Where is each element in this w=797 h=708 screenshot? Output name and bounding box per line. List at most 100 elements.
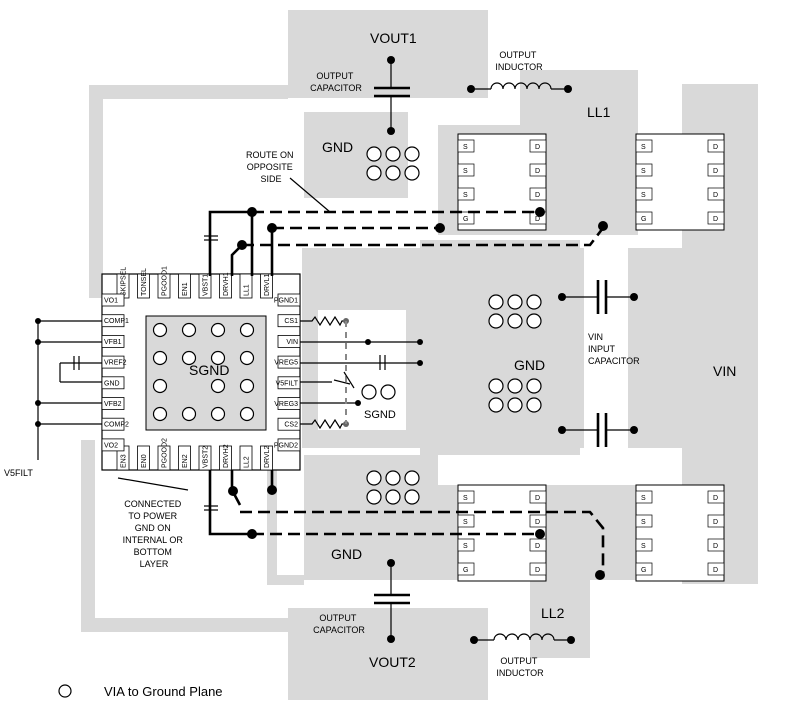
ic-pin-bottom: VBST2 <box>198 445 212 471</box>
vin-input-capacitor-note: VIN INPUT CAPACITOR <box>588 332 640 366</box>
gnd-via <box>507 294 523 310</box>
ic-pin-label: PGOOD2 <box>162 438 169 468</box>
ic-pin-label: COMP2 <box>104 422 129 429</box>
ic-pin-right: V5FILT <box>276 376 301 390</box>
gnd-via <box>404 146 420 162</box>
ic-pin-top: TONSEL <box>137 268 150 299</box>
ic-pin-top: DRVH1 <box>219 272 232 299</box>
fet-pin-label: S <box>641 192 646 199</box>
ic-pin-label: DRVL1 <box>264 273 271 296</box>
gnd-via <box>488 294 504 310</box>
vin-capacitor-top <box>558 280 638 314</box>
ic-pin-top: VBST1 <box>198 273 212 299</box>
gnd-via <box>488 313 504 329</box>
fet-pin-label: S <box>463 144 468 151</box>
compensation-network <box>35 318 102 460</box>
vout2-plane <box>288 608 488 700</box>
fet-pin-label: S <box>463 495 468 502</box>
sgnd-small-label: SGND <box>364 409 396 421</box>
sgnd-pad-via <box>239 378 255 394</box>
gnd-mid-label: GND <box>514 357 545 373</box>
ic-pin-label: LL2 <box>244 456 251 468</box>
fet-pin-label: D <box>713 567 718 574</box>
fet-pin-label: D <box>713 144 718 151</box>
output-capacitor-top-note: OUTPUT CAPACITOR <box>310 71 362 93</box>
sgnd-pad-via <box>152 322 168 338</box>
ic-pin-bottom: EN0 <box>137 445 150 471</box>
sgnd-pad-via <box>181 350 197 366</box>
ic-body <box>101 273 301 471</box>
fet-pin-label: D <box>713 543 718 550</box>
gate-drive-routing-bottom <box>117 470 605 580</box>
fet-pin-label: S <box>641 495 646 502</box>
fet-pin-label: D <box>535 168 540 175</box>
sense-filter-network <box>300 315 423 430</box>
fet-pin-label: G <box>641 216 646 223</box>
gnd-via <box>404 489 420 505</box>
ic-pin-label: VIN <box>286 339 298 346</box>
fet-pin-label: G <box>463 567 468 574</box>
sgnd-pad-via <box>239 350 255 366</box>
ll2-label: LL2 <box>541 605 565 621</box>
route-opposite-note: ROUTE ON OPPOSITE SIDE <box>246 150 296 184</box>
ic-pin-label: EN3 <box>121 454 128 468</box>
ic-pin-top: PGOOD1 <box>157 266 171 299</box>
ic-pin-label: EN1 <box>182 282 189 296</box>
vout1-plane <box>288 10 488 98</box>
ic-pin-bottom: LL2 <box>239 445 253 471</box>
ic-pin-left: VFB2 <box>101 397 125 410</box>
vo2-trace <box>81 440 288 632</box>
gnd-via <box>526 294 542 310</box>
output-inductor-top <box>467 82 572 93</box>
ic-pin-label: DRVH2 <box>223 444 230 468</box>
v5filt-label: V5FILT <box>4 468 33 478</box>
fet-pin-label: S <box>641 168 646 175</box>
fet-pin-label: D <box>535 567 540 574</box>
ic-pin-right: CS2 <box>277 417 301 431</box>
gnd-via <box>507 378 523 394</box>
gnd-via <box>526 378 542 394</box>
ic-pin-label: VO1 <box>104 298 118 305</box>
sgnd-pad-via <box>181 322 197 338</box>
ic-pin-bottom: EN3 <box>116 445 130 471</box>
ic-pin-label: PGOOD1 <box>162 266 169 296</box>
ic-pin-right: PGND1 <box>274 293 301 307</box>
vin-capacitor-bottom <box>558 413 638 447</box>
ic-pin-left: GND <box>101 376 125 390</box>
sgnd-small-area <box>318 370 406 430</box>
gate-drive-routing-top <box>204 177 608 276</box>
fet-pin-label: D <box>535 216 540 223</box>
ic-pin-bottom: PGOOD2 <box>157 438 171 471</box>
sgnd-pad-via <box>210 350 226 366</box>
vin-label: VIN <box>713 363 736 379</box>
sgnd-pad-vias <box>152 322 255 422</box>
sgnd-pad-via <box>210 378 226 394</box>
ic-pin-bottom: DRVH2 <box>219 444 232 471</box>
ic-pin-label: VBST1 <box>203 274 210 296</box>
ic-pin-right: VREG5 <box>274 355 301 369</box>
sgnd-pad-via <box>210 406 226 422</box>
gnd-vias <box>366 146 542 505</box>
fet-pin-label: D <box>713 192 718 199</box>
sgnd-pad-via <box>239 406 255 422</box>
sgnd-pad-via <box>181 406 197 422</box>
ic-pin-label: GND <box>104 380 120 387</box>
via-legend-icon <box>58 684 72 698</box>
output-inductor-bottom-note: OUTPUT INDUCTOR <box>496 656 544 678</box>
fet-pin-label: D <box>535 144 540 151</box>
ic-pin-right: CS1 <box>277 314 301 328</box>
output-capacitor-bottom-note: OUTPUT CAPACITOR <box>313 613 365 635</box>
ic-pin-bottom: DRVL2 <box>260 445 273 471</box>
fet-pin-label: S <box>463 192 468 199</box>
gnd-via <box>385 489 401 505</box>
ic-pin-label: VREG3 <box>274 401 298 408</box>
gnd-via <box>404 165 420 181</box>
fet-pin-label: S <box>463 543 468 550</box>
ic-pin-label: PGND2 <box>274 442 298 449</box>
